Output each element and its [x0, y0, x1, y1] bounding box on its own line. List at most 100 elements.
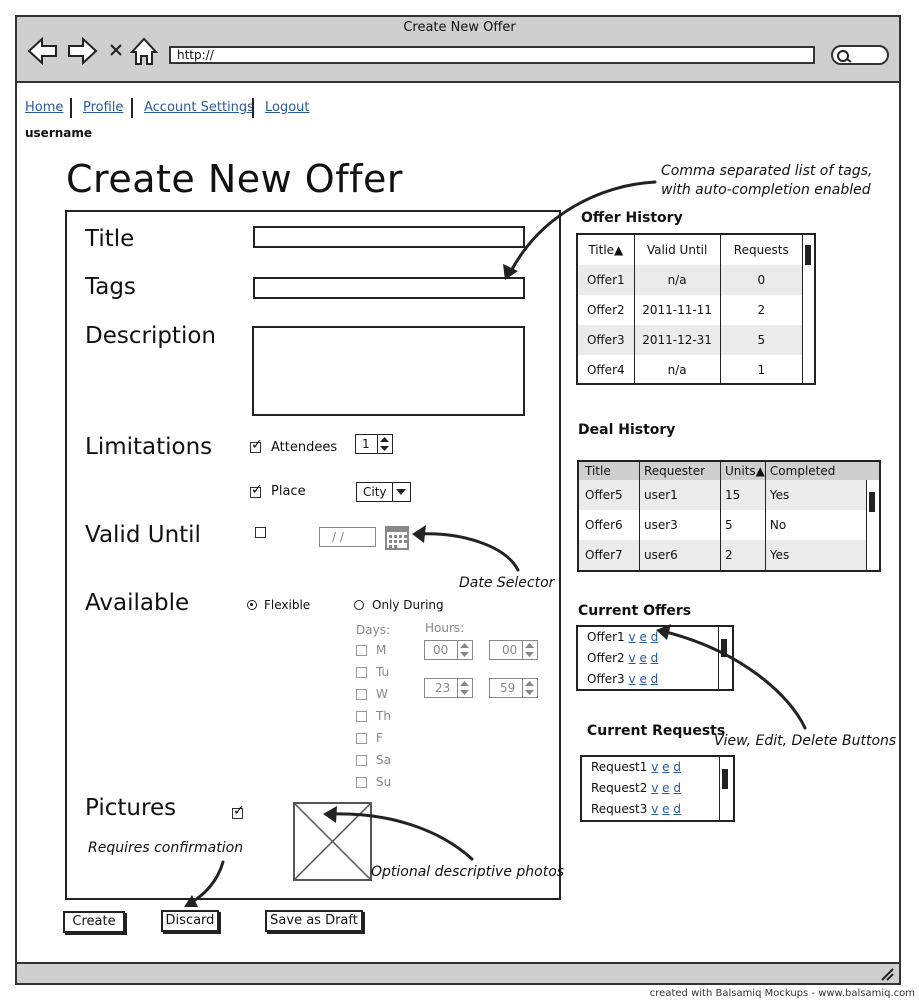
browser-search-box[interactable]	[831, 45, 889, 65]
title-input[interactable]	[253, 226, 525, 248]
edit-link[interactable]: e	[662, 760, 670, 774]
day-label-tu: Tu	[376, 665, 390, 679]
nav-account-settings-link[interactable]: Account Settings	[144, 100, 254, 115]
forward-arrow-icon[interactable]	[68, 36, 98, 66]
valid-until-date-field[interactable]: / /	[319, 527, 376, 547]
day-checkbox-w[interactable]	[356, 689, 367, 700]
delete-link[interactable]: d	[673, 781, 681, 795]
scrollbar-thumb[interactable]	[722, 769, 728, 789]
description-textarea[interactable]	[252, 326, 525, 416]
delete-link[interactable]: d	[650, 630, 659, 644]
scrollbar[interactable]	[718, 627, 732, 689]
edit-link[interactable]: e	[639, 630, 647, 644]
nav-logout-link[interactable]: Logout	[265, 100, 310, 115]
delete-link[interactable]: d	[650, 672, 659, 686]
day-checkbox-f[interactable]	[356, 733, 367, 744]
calendar-icon[interactable]	[385, 524, 411, 552]
flexible-radio[interactable]	[247, 600, 257, 610]
current-offers-heading: Current Offers	[578, 603, 692, 619]
url-field[interactable]: http://	[169, 46, 815, 64]
home-icon[interactable]	[129, 37, 159, 65]
place-checkbox[interactable]	[250, 482, 263, 498]
only-during-label: Only During	[372, 598, 444, 612]
scrollbar-thumb[interactable]	[805, 245, 811, 265]
table-row[interactable]: Offer7 user6 2 Yes	[579, 540, 866, 570]
tags-input[interactable]	[253, 277, 525, 299]
view-link[interactable]: v	[651, 781, 659, 795]
day-checkbox-tu[interactable]	[356, 667, 367, 678]
day-checkbox-sa[interactable]	[356, 755, 367, 766]
stepper-arrows-icon[interactable]	[377, 435, 392, 453]
table-row[interactable]: Offer6 user3 5 No	[579, 510, 866, 540]
view-link[interactable]: v	[628, 630, 636, 644]
nav-home-link[interactable]: Home	[25, 100, 64, 115]
table-cell: 0	[719, 265, 802, 295]
stepper-arrows-icon[interactable]	[522, 679, 537, 697]
table-cell: Offer7	[585, 548, 623, 562]
request-name: Request3	[591, 802, 648, 816]
image-placeholder[interactable]	[293, 802, 372, 881]
discard-button[interactable]: Discard	[161, 910, 219, 932]
nav-separator	[131, 98, 133, 118]
day-checkbox-su[interactable]	[356, 777, 367, 788]
view-link[interactable]: v	[651, 802, 659, 816]
hour-to-stepper[interactable]: 23	[424, 678, 473, 698]
table-row[interactable]: Offer2 2011-11-11 2	[578, 295, 802, 325]
date-selector-note: Date Selector	[459, 575, 555, 591]
edit-link[interactable]: e	[639, 651, 647, 665]
delete-link[interactable]: d	[673, 802, 681, 816]
chevron-down-icon[interactable]	[392, 483, 410, 501]
stepper-arrows-icon[interactable]	[457, 679, 472, 697]
stepper-arrows-icon[interactable]	[522, 641, 537, 659]
column-header[interactable]: Units▲	[720, 462, 766, 480]
day-checkbox-th[interactable]	[356, 711, 367, 722]
attendees-label: Attendees	[271, 440, 338, 455]
column-header[interactable]: Title▲	[588, 243, 624, 257]
table-row[interactable]: Offer3 2011-12-31 5	[578, 325, 802, 355]
view-link[interactable]: v	[651, 760, 659, 774]
scrollbar[interactable]	[719, 757, 733, 820]
column-header[interactable]: Completed	[764, 462, 866, 480]
scrollbar[interactable]	[866, 480, 879, 570]
column-header[interactable]: Valid Until	[633, 235, 721, 265]
nav-profile-link[interactable]: Profile	[83, 100, 124, 115]
stop-x-icon[interactable]	[110, 44, 122, 56]
table-cell: 5	[720, 510, 766, 540]
edit-link[interactable]: e	[639, 672, 647, 686]
delete-link[interactable]: d	[673, 760, 681, 774]
edit-link[interactable]: e	[662, 781, 670, 795]
view-link[interactable]: v	[628, 651, 636, 665]
edit-link[interactable]: e	[662, 802, 670, 816]
resize-grip-icon[interactable]	[879, 967, 895, 981]
table-cell: user3	[639, 510, 721, 540]
table-row[interactable]: Offer5 user1 15 Yes	[579, 480, 866, 510]
scrollbar[interactable]	[802, 235, 814, 383]
place-select[interactable]: City	[356, 482, 411, 502]
back-arrow-icon[interactable]	[27, 36, 57, 66]
column-header[interactable]: Requests	[719, 235, 802, 265]
scrollbar-thumb[interactable]	[869, 492, 875, 512]
scrollbar-thumb[interactable]	[721, 639, 727, 657]
hour-from-stepper[interactable]: 00	[424, 640, 473, 660]
delete-link[interactable]: d	[650, 651, 659, 665]
save-as-draft-button[interactable]: Save as Draft	[265, 910, 363, 932]
attendees-stepper[interactable]: 1	[355, 434, 393, 454]
min-from-stepper[interactable]: 00	[489, 640, 538, 660]
view-link[interactable]: v	[628, 672, 636, 686]
table-cell: 2	[720, 540, 766, 570]
column-header[interactable]: Requester	[639, 462, 721, 480]
column-header[interactable]: Title	[585, 464, 611, 478]
nav-separator	[252, 98, 254, 118]
day-checkbox-m[interactable]	[356, 645, 367, 656]
ved-buttons-note: View, Edit, Delete Buttons	[714, 733, 897, 749]
deal-history-heading: Deal History	[578, 422, 676, 438]
pictures-checkbox[interactable]	[232, 803, 245, 819]
attendees-checkbox[interactable]	[250, 437, 263, 453]
create-button[interactable]: Create	[63, 911, 125, 933]
min-to-stepper[interactable]: 59	[489, 678, 538, 698]
table-row[interactable]: Offer4 n/a 1	[578, 355, 802, 383]
table-row[interactable]: Offer1 n/a 0	[578, 265, 802, 295]
valid-until-checkbox[interactable]	[255, 527, 266, 538]
stepper-arrows-icon[interactable]	[457, 641, 472, 659]
only-during-radio[interactable]	[354, 600, 364, 610]
